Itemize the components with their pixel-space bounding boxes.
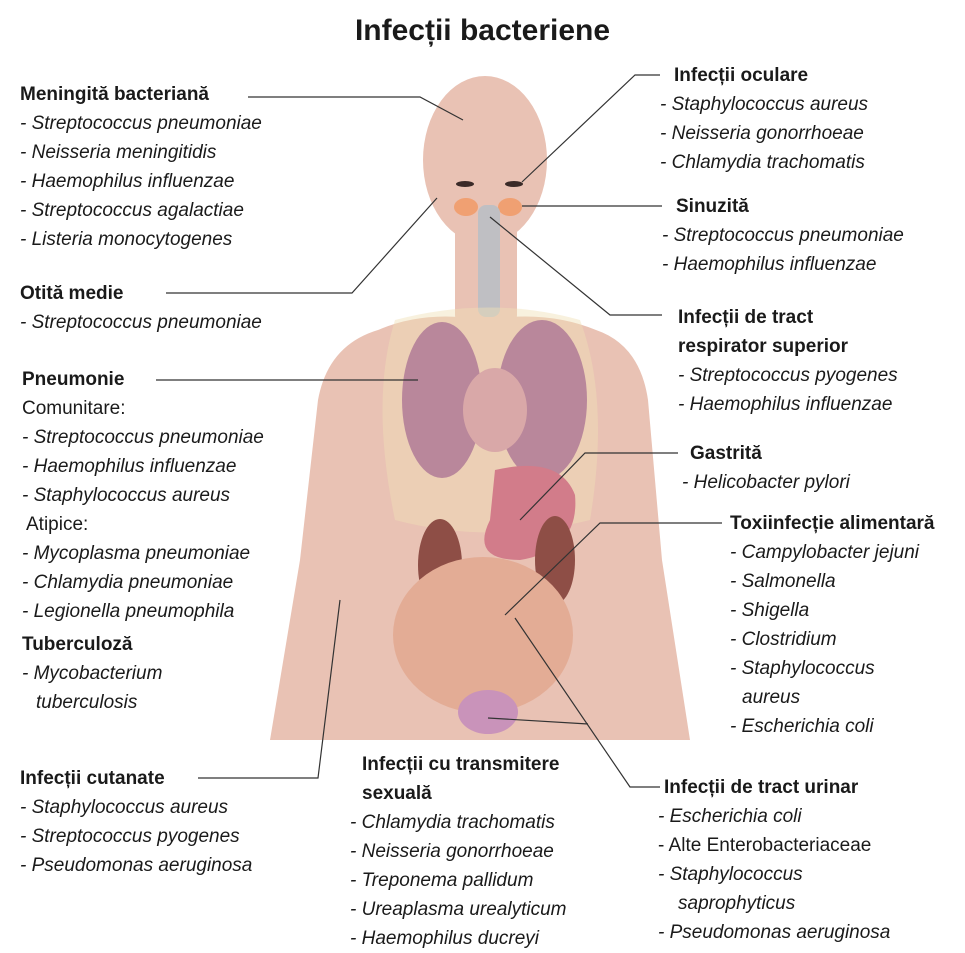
- list-item: - Haemophilus influenzae: [20, 167, 262, 196]
- list-item: - Streptococcus pneumoniae: [22, 423, 264, 452]
- list-item: - Treponema pallidum: [350, 866, 566, 895]
- group-title: Infecții cutanate: [20, 764, 252, 793]
- group-title: Gastrită: [682, 439, 850, 468]
- group-cutanate: Infecții cutanate - Staphylococcus aureu…: [20, 764, 252, 880]
- list-item: - Mycobacterium: [22, 659, 162, 688]
- list-item: - Haemophilus influenzae: [662, 250, 904, 279]
- group-title: Otită medie: [20, 279, 262, 308]
- diagram-title: Infecții bacteriene: [0, 14, 965, 48]
- list-item: - Neisseria meningitidis: [20, 138, 262, 167]
- list-item: - Chlamydia trachomatis: [350, 808, 566, 837]
- group-title: Infecții de tract urinar: [658, 773, 890, 802]
- list-item: - Pseudomonas aeruginosa: [658, 918, 890, 947]
- list-item: - Chlamydia trachomatis: [660, 148, 868, 177]
- group-tuberculoza: Tuberculoză - Mycobacterium tuberculosis: [22, 630, 162, 717]
- group-oculare: Infecții oculare - Staphylococcus aureus…: [660, 61, 868, 177]
- list-item: - Clostridium: [730, 625, 935, 654]
- group-otita: Otită medie - Streptococcus pneumoniae: [20, 279, 262, 337]
- group-title: Tuberculoză: [22, 630, 162, 659]
- list-item: - Staphylococcus aureus: [660, 90, 868, 119]
- heart: [463, 368, 527, 452]
- list-item: - Streptococcus pneumoniae: [20, 109, 262, 138]
- list-item: saprophyticus: [658, 889, 890, 918]
- list-item: - Mycoplasma pneumoniae: [22, 539, 264, 568]
- group-urinar: Infecții de tract urinar - Escherichia c…: [658, 773, 890, 947]
- list-item: - Streptococcus pneumoniae: [20, 308, 262, 337]
- group-pneumonie: Pneumonie Comunitare: - Streptococcus pn…: [22, 365, 264, 626]
- list-item: - Staphylococcus: [658, 860, 890, 889]
- line-meningita: [248, 97, 463, 120]
- eye-left: [456, 181, 474, 187]
- list-item: - Legionella pneumophila: [22, 597, 264, 626]
- list-item: - Staphylococcus: [730, 654, 935, 683]
- intestines: [393, 557, 573, 713]
- group-title: Infecții cu transmitere: [350, 750, 566, 779]
- group-meningita: Meningită bacteriană - Streptococcus pne…: [20, 80, 262, 254]
- group-title: Meningită bacteriană: [20, 80, 262, 109]
- group-title: Infecții de tract: [678, 303, 898, 332]
- subheading: Comunitare:: [22, 394, 264, 423]
- list-item: - Staphylococcus aureus: [22, 481, 264, 510]
- list-item: - Alte Enterobacteriaceae: [658, 831, 890, 860]
- list-item: - Helicobacter pylori: [682, 468, 850, 497]
- group-gastrita: Gastrită - Helicobacter pylori: [682, 439, 850, 497]
- group-title: Infecții oculare: [660, 61, 868, 90]
- list-item: - Chlamydia pneumoniae: [22, 568, 264, 597]
- list-item: tuberculosis: [22, 688, 162, 717]
- group-title-line2: sexuală: [350, 779, 566, 808]
- list-item: - Streptococcus pneumoniae: [662, 221, 904, 250]
- group-title: Toxiinfecție alimentară: [730, 509, 935, 538]
- list-item: - Streptococcus pyogenes: [20, 822, 252, 851]
- list-item: - Pseudomonas aeruginosa: [20, 851, 252, 880]
- group-toxiinfectie: Toxiinfecție alimentară - Campylobacter …: [730, 509, 935, 741]
- list-item: - Haemophilus influenzae: [678, 390, 898, 419]
- list-item: - Neisseria gonorrhoeae: [350, 837, 566, 866]
- sinus-left: [454, 198, 478, 216]
- sinus-right: [498, 198, 522, 216]
- group-title-line2: respirator superior: [678, 332, 898, 361]
- list-item: - Ureaplasma urealyticum: [350, 895, 566, 924]
- list-item: - Escherichia coli: [730, 712, 935, 741]
- list-item: - Haemophilus influenzae: [22, 452, 264, 481]
- list-item: aureus: [730, 683, 935, 712]
- list-item: - Listeria monocytogenes: [20, 225, 262, 254]
- list-item: - Salmonella: [730, 567, 935, 596]
- group-sexuala: Infecții cu transmitere sexuală - Chlamy…: [350, 750, 566, 953]
- list-item: - Neisseria gonorrhoeae: [660, 119, 868, 148]
- list-item: - Shigella: [730, 596, 935, 625]
- bladder: [458, 690, 518, 734]
- list-item: - Staphylococcus aureus: [20, 793, 252, 822]
- eye-right: [505, 181, 523, 187]
- list-item: - Streptococcus pyogenes: [678, 361, 898, 390]
- group-respirator: Infecții de tract respirator superior - …: [678, 303, 898, 419]
- group-sinuzita: Sinuzită - Streptococcus pneumoniae - Ha…: [662, 192, 904, 279]
- group-title: Pneumonie: [22, 365, 264, 394]
- subheading: Atipice:: [22, 510, 264, 539]
- list-item: - Escherichia coli: [658, 802, 890, 831]
- list-item: - Streptococcus agalactiae: [20, 196, 262, 225]
- group-title: Sinuzită: [662, 192, 904, 221]
- list-item: - Campylobacter jejuni: [730, 538, 935, 567]
